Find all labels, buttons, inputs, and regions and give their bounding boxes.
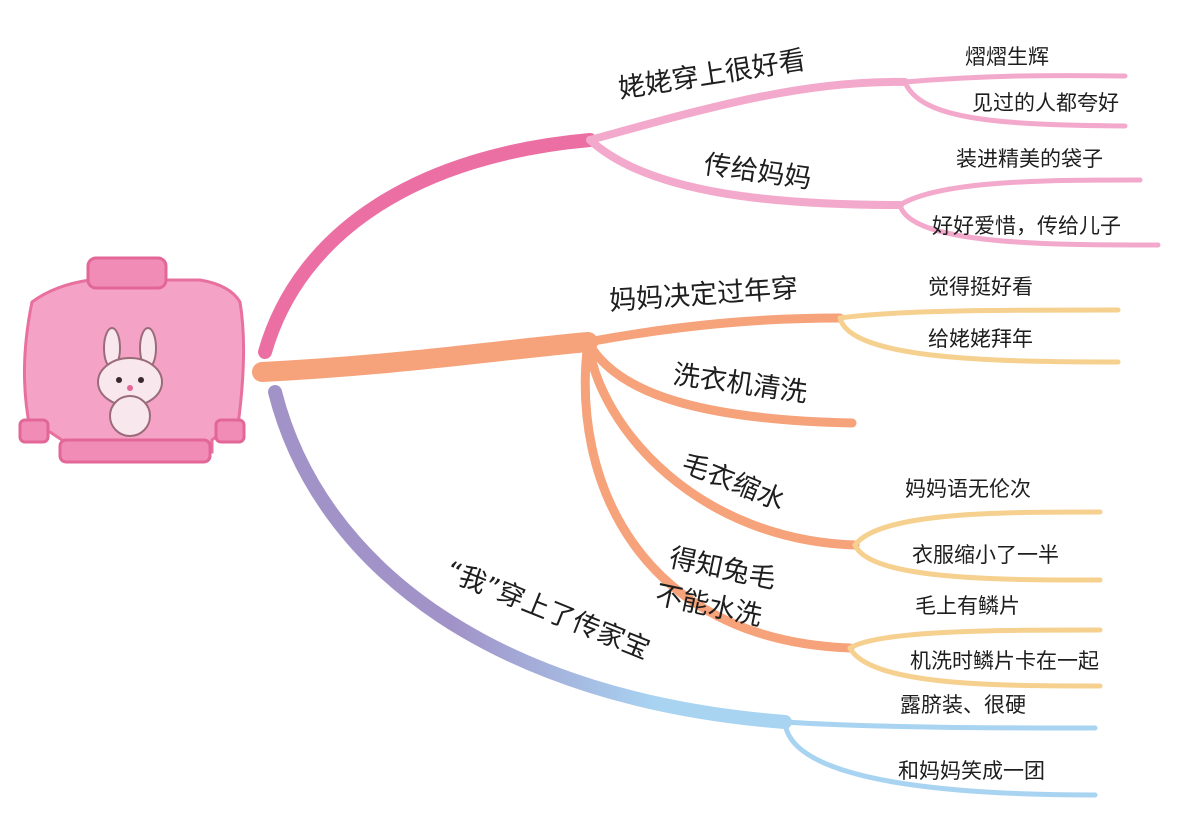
leaf-put-in-bag: 装进精美的袋子 (956, 147, 1103, 171)
topic-passed-to-mom: 传给妈妈 (702, 149, 813, 195)
leaf-laugh-with-mom: 和妈妈笑成一团 (898, 759, 1045, 783)
leaf-shrunk-half: 衣服缩小了一半 (912, 543, 1059, 567)
leaf-fur-has-scales: 毛上有鳞片 (915, 594, 1020, 618)
topic-i-wear-heirloom: “我”穿上了传家宝 (441, 556, 654, 666)
purple-branch-lines (268, 385, 1098, 798)
leaf-looks-good: 觉得挺好看 (928, 275, 1033, 299)
orange-branch-lines (252, 307, 1121, 689)
leaf-shining: 熠熠生辉 (965, 45, 1049, 69)
pink-sweater-with-bunny-icon (18, 256, 246, 464)
leaf-cherish-pass-on: 好好爱惜，传给儿子 (932, 214, 1121, 238)
leaf-scales-stuck: 机洗时鳞片卡在一起 (910, 649, 1099, 673)
leaf-crop-top-stiff: 露脐装、很硬 (900, 693, 1026, 717)
leaf-visit-grandma: 给姥姥拜年 (928, 327, 1033, 351)
topic-sweater-shrinks: 毛衣缩水 (677, 448, 789, 517)
leaf-mom-incoherent: 妈妈语无伦次 (905, 477, 1031, 501)
pink-branch-lines (258, 73, 1161, 359)
leaf-everyone-praises: 见过的人都夸好 (972, 91, 1119, 115)
topic-mom-wears-new-year: 妈妈决定过年穿 (608, 273, 799, 317)
